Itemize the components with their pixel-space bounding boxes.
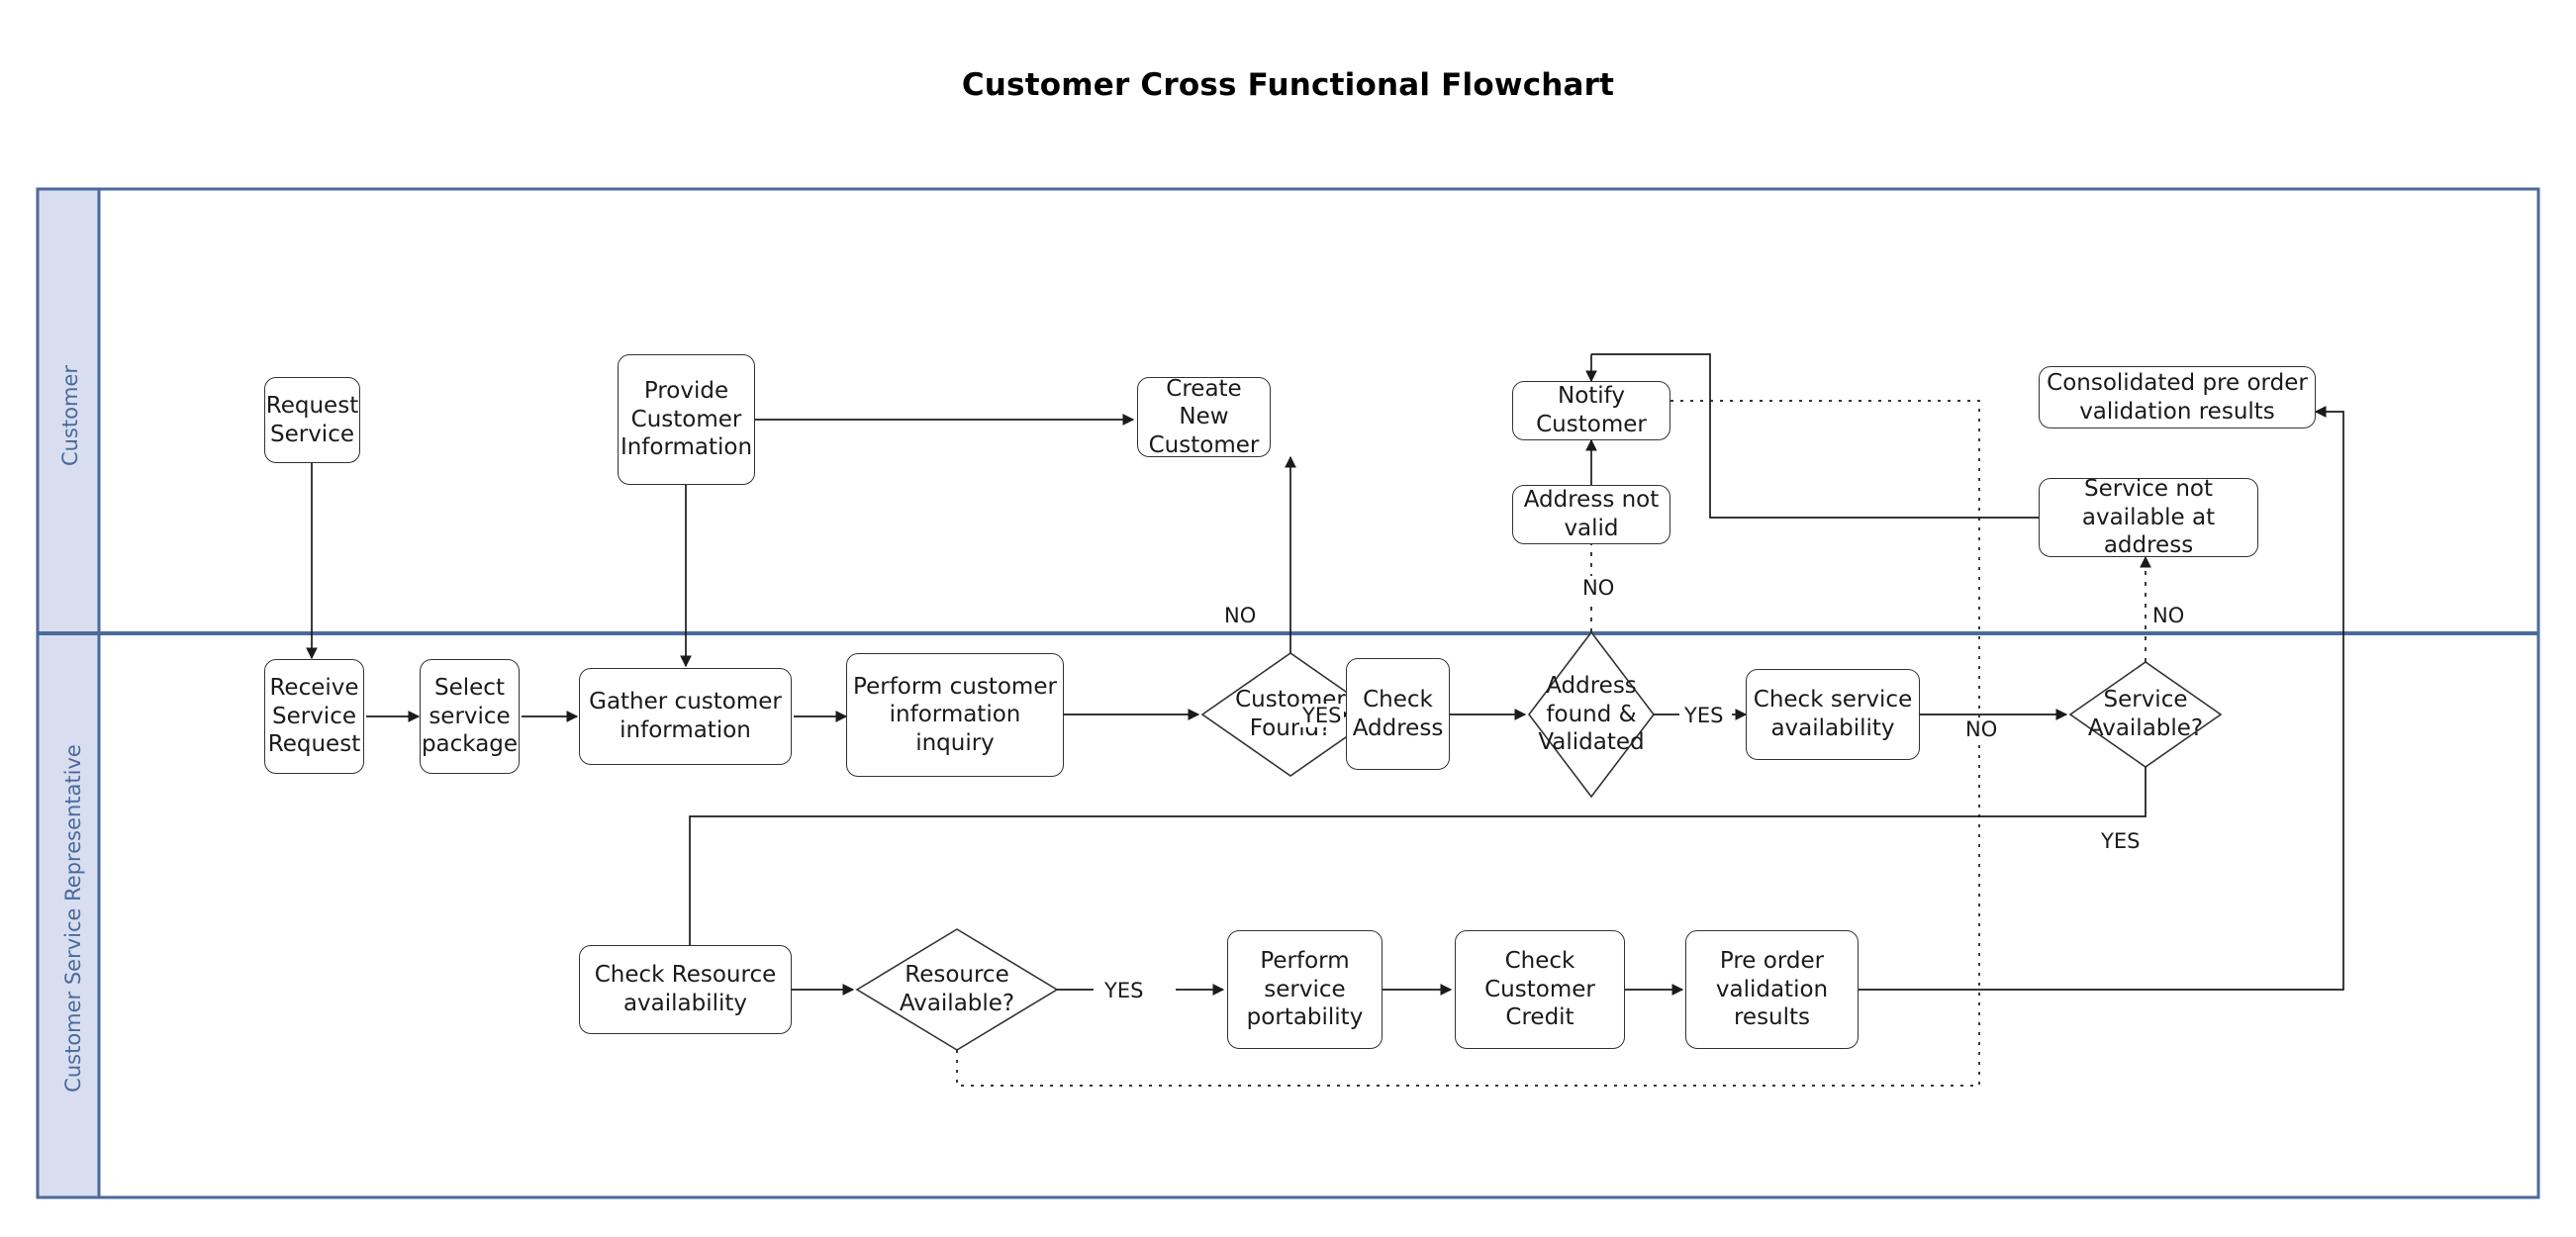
node-check-customer-credit[interactable]: Check Customer Credit [1455, 930, 1625, 1049]
node-label: Perform customer information inquiry [853, 673, 1057, 756]
node-label: Perform service portability [1246, 948, 1364, 1031]
node-check-service-availability[interactable]: Check service availability [1746, 669, 1920, 760]
node-consolidated-pre-order-validation-results[interactable]: Consolidated pre order validation result… [2039, 366, 2316, 428]
edge-label-customer-found-yes: YES [1299, 704, 1345, 727]
node-label: Check Customer Credit [1484, 948, 1595, 1031]
edge-label-address-validated-yes: YES [1681, 704, 1727, 727]
node-pre-order-validation-results[interactable]: Pre order validation results [1685, 930, 1859, 1049]
node-label: Pre order validation results [1715, 948, 1829, 1031]
node-select-service-package[interactable]: Select service package [420, 659, 520, 774]
node-label: Receive Service Request [267, 675, 361, 758]
decision-shapes [855, 630, 2223, 1051]
node-label: Create New Customer [1148, 375, 1260, 458]
node-perform-service-portability[interactable]: Perform service portability [1227, 930, 1383, 1049]
node-gather-customer-information[interactable]: Gather customer information [579, 668, 792, 765]
node-label: Check service availability [1753, 687, 1913, 741]
lane-label-customer: Customer [58, 365, 82, 467]
node-label: Gather customer information [589, 689, 782, 743]
decision-service-available [2068, 661, 2223, 768]
edge-label-service-availability-no: NO [1962, 717, 2001, 741]
node-perform-customer-information-inquiry[interactable]: Perform customer information inquiry [846, 653, 1064, 777]
node-request-service[interactable]: Request Service [264, 377, 360, 463]
node-label: Consolidated pre order validation result… [2047, 369, 2308, 425]
node-label: Select service package [421, 675, 519, 758]
node-check-address[interactable]: Check Address [1346, 658, 1450, 770]
node-create-new-customer[interactable]: Create New Customer [1137, 375, 1271, 458]
node-check-resource-availability[interactable]: Check Resource availability [579, 945, 792, 1034]
node-service-not-available-at-address[interactable]: Service not available at address [2039, 476, 2258, 559]
node-label: Request Service [265, 392, 359, 447]
node-label: Provide Customer Information [620, 378, 753, 461]
node-label: Service not available at address [2081, 476, 2216, 559]
node-address-not-valid[interactable]: Address not valid [1512, 485, 1670, 544]
node-label: Check Resource availability [594, 962, 777, 1016]
lane-label-customer-service-representative: Customer Service Representative [61, 744, 85, 1093]
connector-edges [306, 353, 2344, 1087]
edge-pre-order-to-consolidated [1858, 411, 2344, 991]
node-label: Notify Customer [1536, 383, 1647, 437]
edge-service-not-available-to-notify [1591, 353, 2040, 519]
edge-service-avail-yes-to-check-resource [684, 767, 2147, 959]
node-receive-service-request[interactable]: Receive Service Request [264, 659, 364, 774]
edge-label-customer-found-no: NO [1221, 604, 1260, 627]
node-label: Address not valid [1523, 487, 1660, 541]
node-notify-customer[interactable]: Notify Customer [1512, 381, 1670, 440]
node-provide-customer-information[interactable]: Provide Customer Information [618, 354, 755, 485]
page-title: Customer Cross Functional Flowchart [961, 67, 1615, 103]
node-label: Check Address [1352, 686, 1444, 741]
edge-label-address-validated-no: NO [1579, 576, 1618, 600]
edge-label-service-available-yes: YES [2098, 829, 2144, 853]
edge-label-resource-available-yes: YES [1101, 979, 1147, 1002]
edge-label-service-not-available-no: NO [2149, 604, 2188, 627]
